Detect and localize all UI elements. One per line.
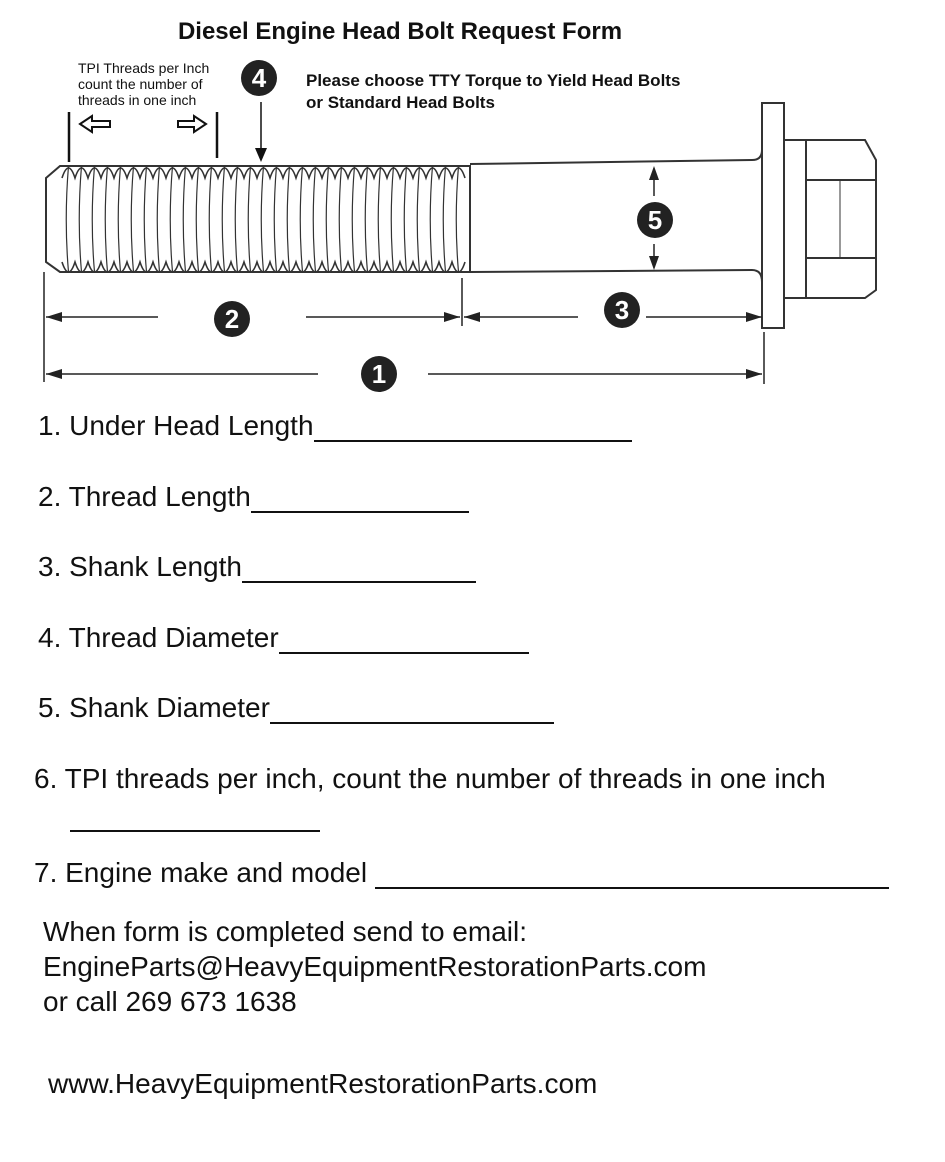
thread-line (117, 165, 122, 273)
tpi-note-line: count the number of (78, 76, 203, 92)
engine-make-model-blank[interactable] (374, 857, 889, 889)
field-label: 4. Thread Diameter (38, 622, 279, 653)
thread-line (130, 165, 135, 273)
form-title: Diesel Engine Head Bolt Request Form (177, 18, 623, 45)
shank-length-blank[interactable] (241, 551, 476, 583)
contact-info: When form is completed send to email: En… (43, 914, 706, 1019)
thread-line (273, 165, 278, 273)
tpi-note-line: threads in one inch (78, 92, 197, 108)
thread-line (182, 165, 187, 273)
field-label: 5. Shank Diameter (38, 692, 270, 723)
thread-line (429, 165, 434, 273)
thread-diameter-blank[interactable] (278, 622, 529, 654)
thread-line (91, 165, 96, 273)
bolt-type-note-line: or Standard Head Bolts (306, 93, 495, 112)
contact-email[interactable]: EngineParts@HeavyEquipmentRestorationPar… (43, 951, 707, 982)
field-shank-diameter: 5. Shank Diameter (38, 692, 554, 724)
marker-1: 1 (361, 356, 397, 392)
thread-line (364, 165, 369, 273)
marker-4: 4 (241, 60, 277, 96)
website-link[interactable]: www.HeavyEquipmentRestorationParts.com (48, 1068, 598, 1099)
thread-line (325, 165, 330, 273)
thread-line (286, 165, 291, 273)
thread-line (260, 165, 265, 273)
marker-2: 2 (214, 301, 250, 337)
svg-text:3: 3 (615, 295, 629, 325)
thread-line (78, 165, 83, 273)
thread-line (104, 165, 109, 273)
field-tpi: 6. TPI threads per inch, count the numbe… (34, 763, 826, 795)
marker-5: 5 (637, 202, 673, 238)
shank-diameter-blank[interactable] (269, 692, 554, 724)
svg-text:2: 2 (225, 304, 239, 334)
thread-line (312, 165, 317, 273)
svg-text:1: 1 (372, 359, 386, 389)
thread-line (338, 165, 343, 273)
svg-text:5: 5 (648, 205, 662, 235)
contact-phone: or call 269 673 1638 (43, 986, 297, 1017)
thread-line (377, 165, 382, 273)
contact-line: When form is completed send to email: (43, 916, 527, 947)
thread-line (351, 165, 356, 273)
field-label: 3. Shank Length (38, 551, 242, 582)
field-label: 1. Under Head Length (38, 410, 314, 441)
thread-line (442, 165, 447, 273)
thread-line (403, 165, 408, 273)
tpi-blank[interactable] (70, 830, 320, 832)
field-label: 7. Engine make and model (34, 857, 375, 888)
thread-line (221, 165, 226, 273)
bolt-type-note: Please choose TTY Torque to Yield Head B… (306, 70, 680, 114)
tpi-note-line: TPI Threads per Inch (78, 60, 210, 76)
bolt-type-note-line: Please choose TTY Torque to Yield Head B… (306, 71, 681, 90)
thread-line (65, 165, 70, 273)
field-thread-length: 2. Thread Length (38, 481, 469, 513)
thread-line (208, 165, 213, 273)
thread-line (455, 165, 460, 273)
under-head-length-blank[interactable] (313, 410, 632, 442)
field-label: 2. Thread Length (38, 481, 251, 512)
thread-line (247, 165, 252, 273)
marker-3: 3 (604, 292, 640, 328)
svg-text:4: 4 (252, 63, 267, 93)
thread-line (390, 165, 395, 273)
field-shank-length: 3. Shank Length (38, 551, 476, 583)
thread-line (169, 165, 174, 273)
thread-line (234, 165, 239, 273)
field-under-head-length: 1. Under Head Length (38, 410, 632, 442)
thread-line (156, 165, 161, 273)
thread-line (143, 165, 148, 273)
field-label: 6. TPI threads per inch, count the numbe… (34, 763, 826, 794)
tpi-note: TPI Threads per Inch count the number of… (78, 60, 248, 108)
field-thread-diameter: 4. Thread Diameter (38, 622, 529, 654)
field-engine-make-model: 7. Engine make and model (34, 857, 889, 889)
thread-length-blank[interactable] (250, 481, 469, 513)
thread-line (416, 165, 421, 273)
bolt-diagram: 1 2 3 4 5 (43, 60, 877, 392)
thread-line (195, 165, 200, 273)
thread-line (299, 165, 304, 273)
